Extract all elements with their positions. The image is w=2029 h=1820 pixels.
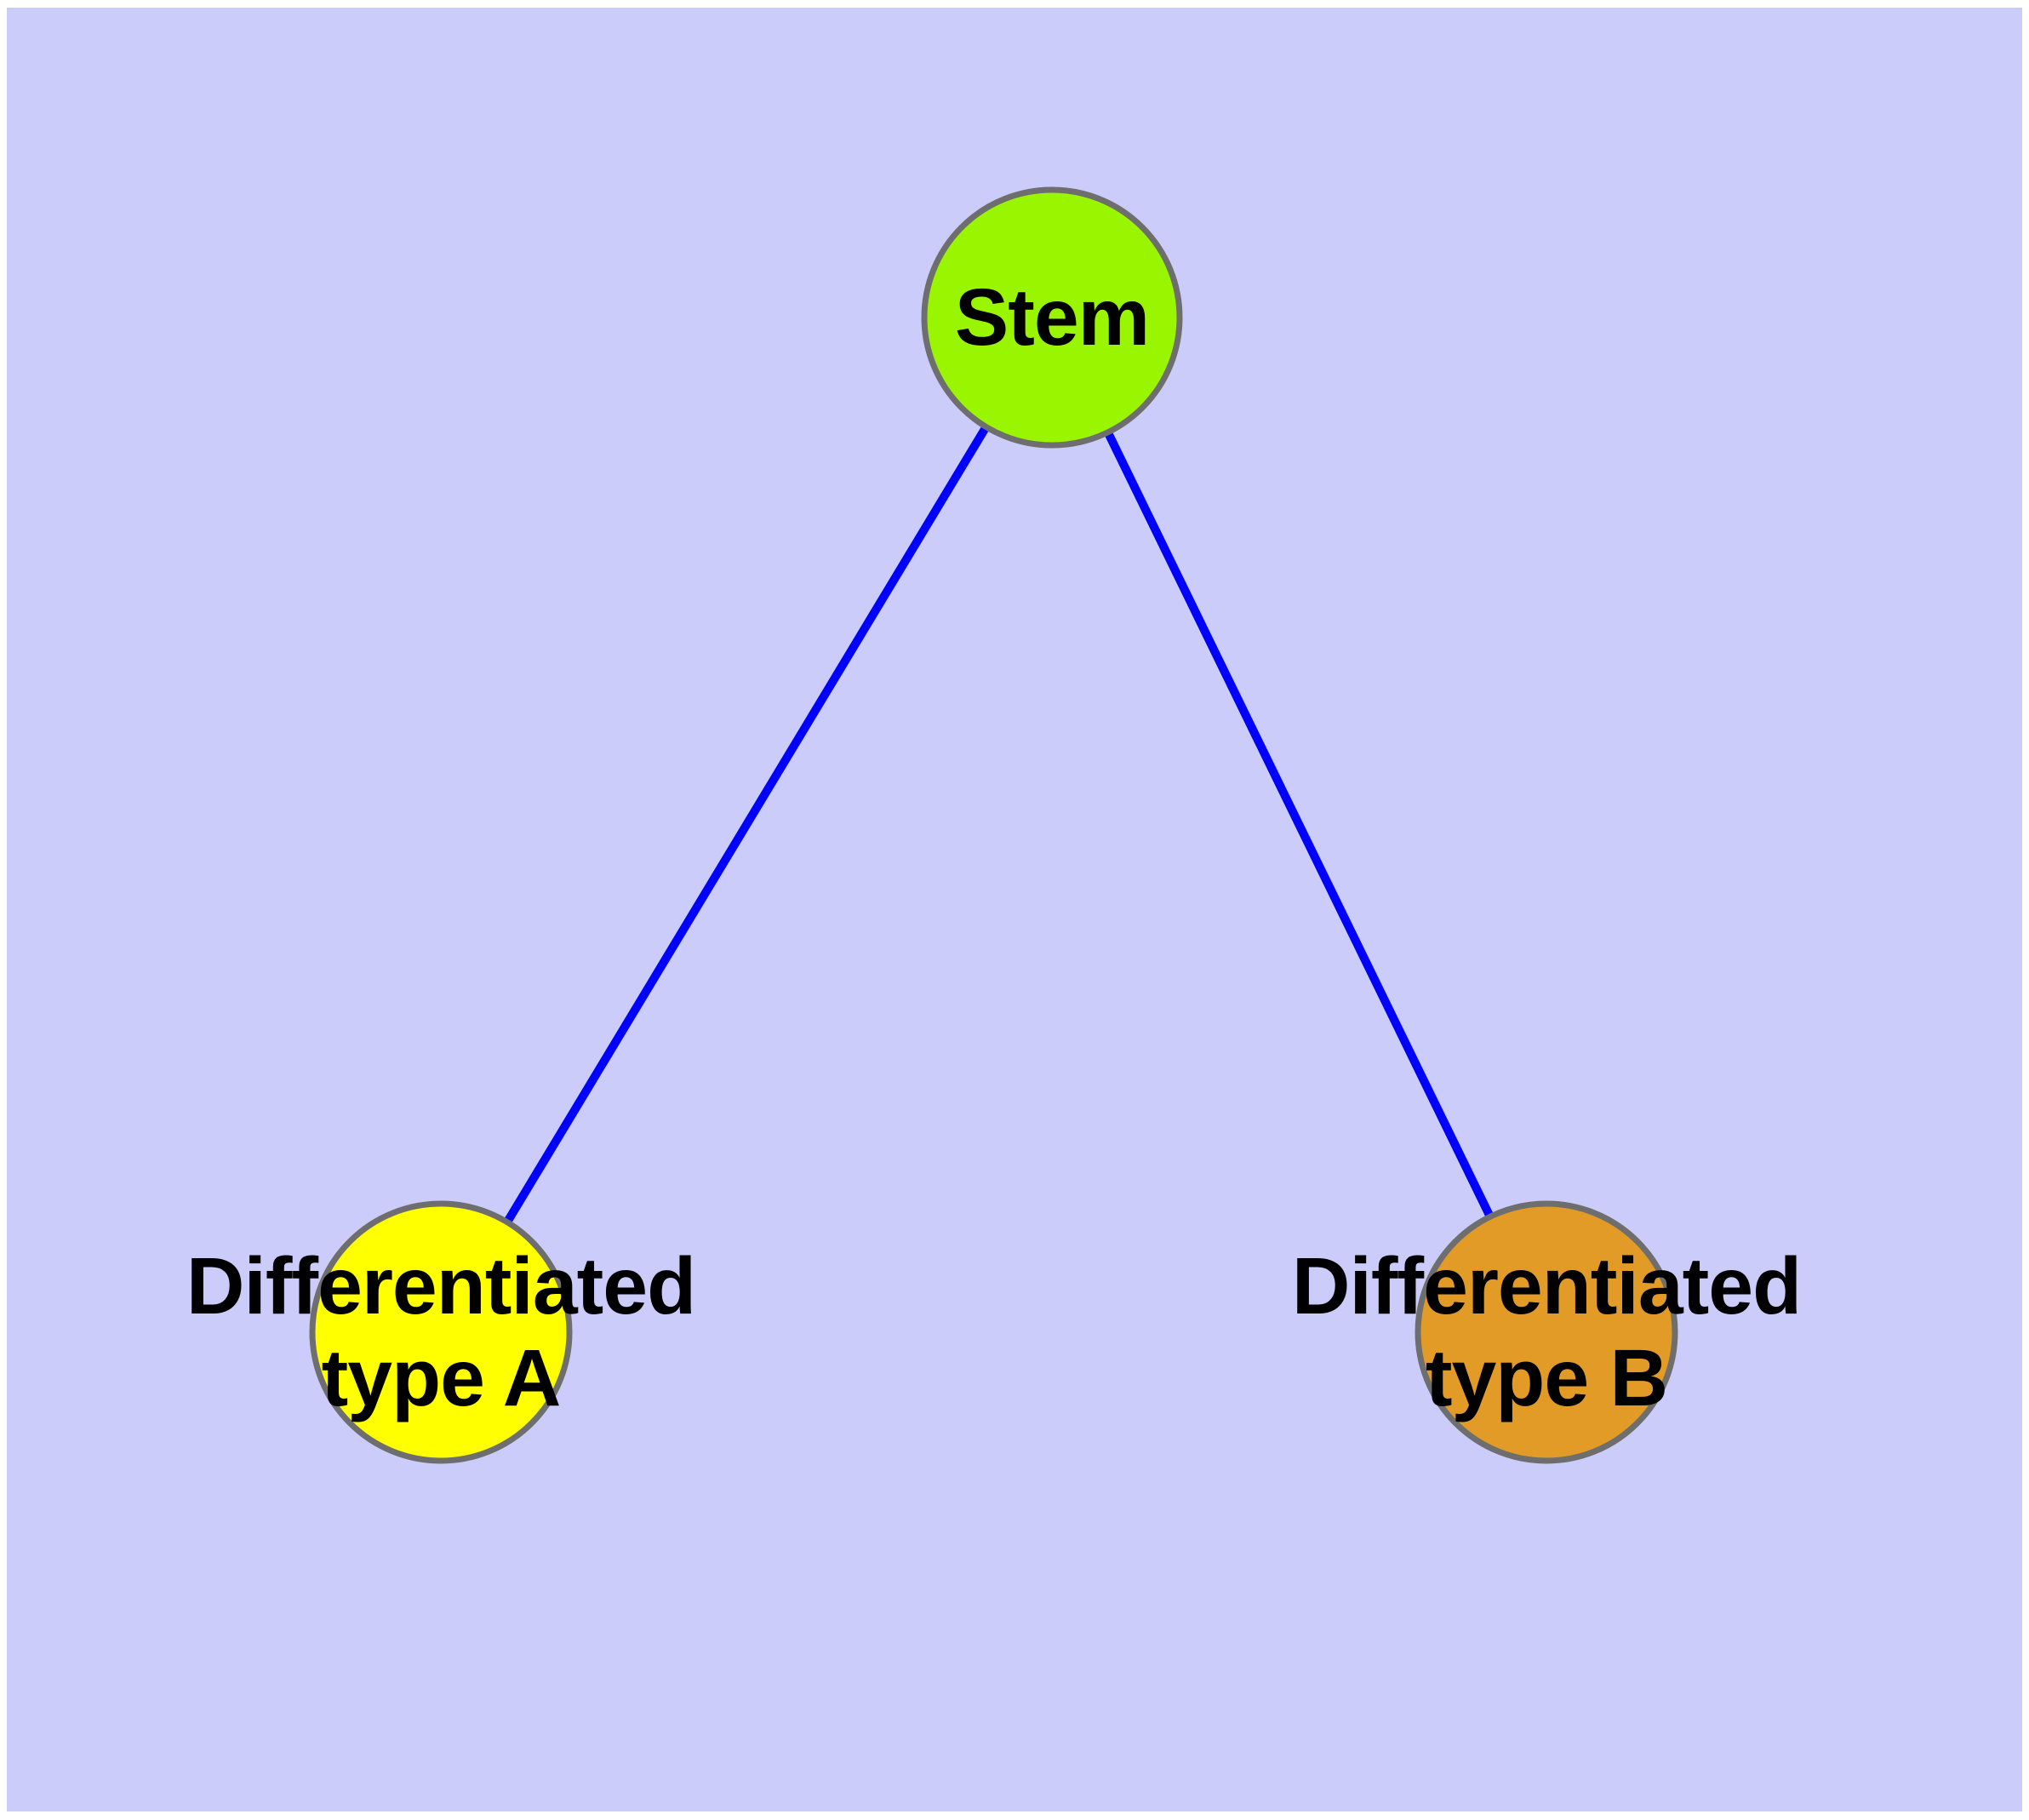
node-stem[interactable]	[921, 186, 1183, 449]
edge-stem-to-differentiated-type-a[interactable]	[437, 315, 1056, 1335]
edge-layer	[437, 315, 1551, 1335]
node-layer	[309, 186, 1678, 1464]
node-differentiated-type-a[interactable]	[309, 1200, 573, 1464]
node-differentiated-type-b[interactable]	[1415, 1200, 1678, 1464]
edge-stem-to-differentiated-type-b[interactable]	[1048, 315, 1551, 1335]
